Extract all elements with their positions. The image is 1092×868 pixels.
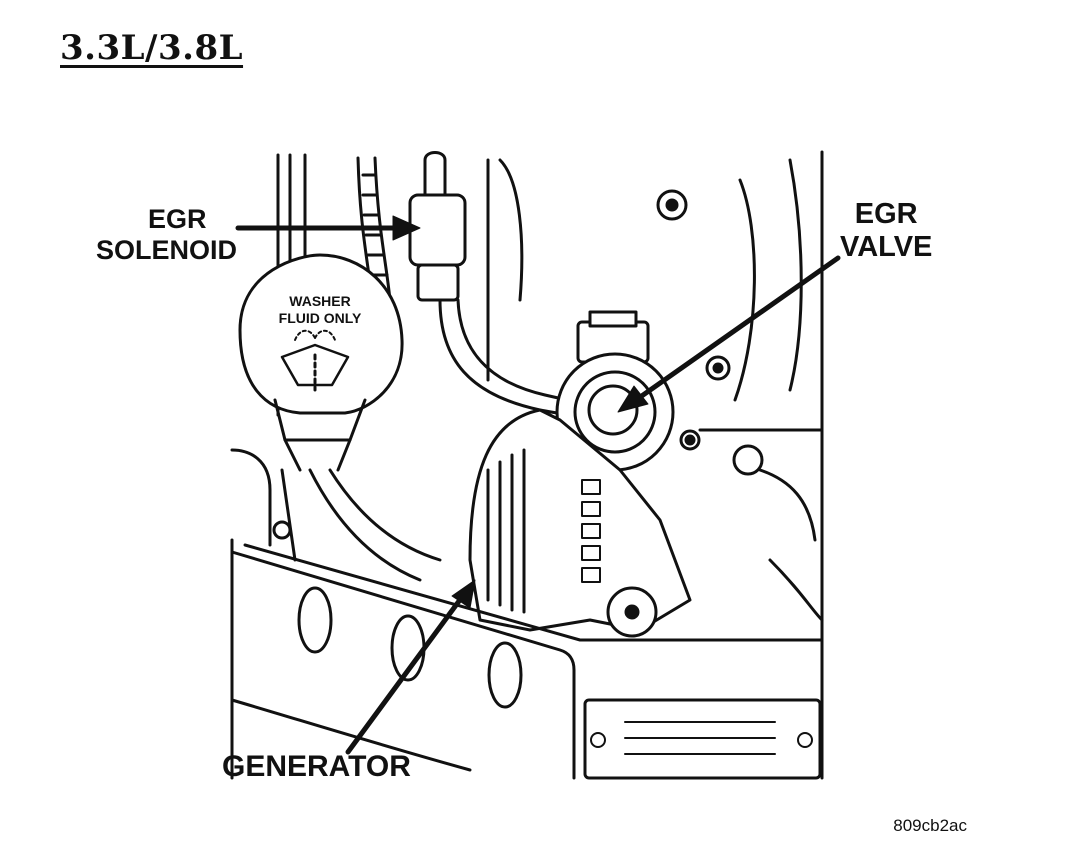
- egr-valve-label-line2: VALVE: [840, 231, 933, 263]
- washer-cap-text: WASHER FLUID ONLY: [279, 293, 362, 326]
- lower-left-bracket: [230, 448, 442, 582]
- generator-label: GENERATOR: [222, 752, 411, 782]
- egr-solenoid-label-line1: EGR: [148, 204, 207, 234]
- lower-right-plate: [583, 698, 822, 780]
- engine-bolts: [656, 158, 824, 622]
- egr-valve-label-line1: EGR: [854, 198, 918, 230]
- figure-code: 809cb2ac: [893, 816, 967, 835]
- cap-text-line2: FLUID ONLY: [279, 310, 362, 326]
- cap-text-line1: WASHER: [289, 293, 350, 309]
- lower-shroud: [230, 543, 824, 780]
- generator-arrow: [345, 579, 476, 755]
- page-title: 3.3L/3.8L: [60, 28, 244, 68]
- egr-solenoid-arrow: [235, 215, 421, 241]
- leader-arrows: [235, 215, 841, 755]
- generator-label-text: GENERATOR: [222, 750, 411, 783]
- washer-fluid-cap: [238, 253, 404, 472]
- egr-valve-label: EGR VALVE: [840, 200, 932, 262]
- egr-solenoid-label: EGR SOLENOID: [96, 206, 237, 264]
- egr-solenoid-label-line2: SOLENOID: [96, 235, 238, 265]
- generator-body: [468, 408, 692, 638]
- egr-valve-arrow: [617, 255, 841, 413]
